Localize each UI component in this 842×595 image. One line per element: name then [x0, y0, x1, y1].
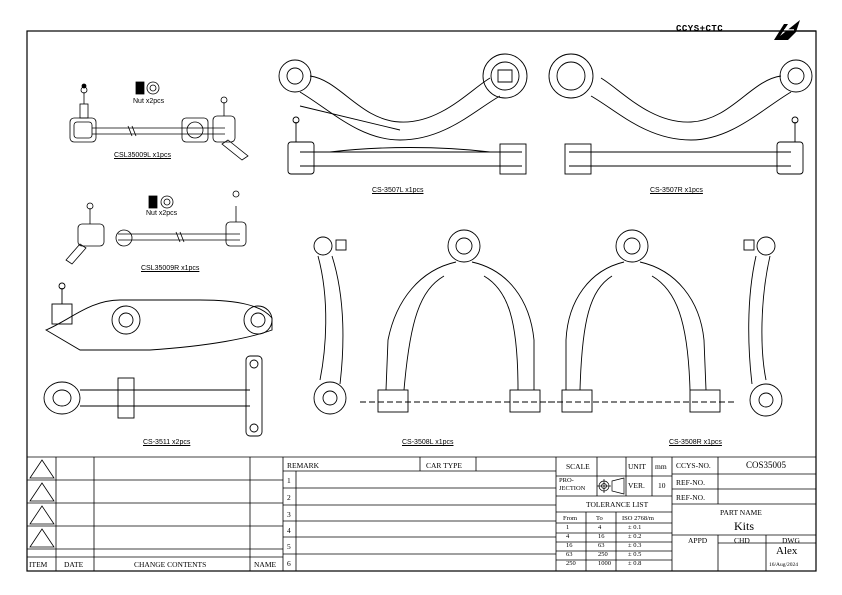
tolerance-title: TOLERANCE LIST	[586, 500, 649, 509]
ver-label: VER.	[628, 481, 645, 490]
part-label-cs3507r: CS-3507R x1pcs	[650, 187, 703, 194]
tolerance-cell: ± 0.5	[628, 551, 642, 558]
tolerance-cell: 1	[566, 524, 570, 531]
part-label-cs3508r: CS-3508R x1pcs	[669, 439, 722, 446]
tolerance-header-iso: ISO 2768/m	[622, 515, 654, 522]
drawn-by-value: Alex	[776, 545, 798, 557]
stabilizer-link-left-drawing	[69, 83, 249, 161]
ver-value: 10	[658, 481, 666, 490]
tolerance-header-from: From	[563, 515, 578, 522]
remark-row-number: 3	[287, 510, 291, 519]
sheet-border	[26, 30, 817, 572]
tolerance-cell: 63	[598, 542, 605, 549]
rev-header-name: NAME	[254, 560, 277, 569]
tolerance-cell: ± 0.1	[628, 524, 642, 531]
tolerance-cell: 4	[566, 533, 570, 540]
nut-icon	[148, 195, 174, 209]
remark-row-number: 5	[287, 542, 291, 551]
scale-label: SCALE	[566, 462, 590, 471]
tolerance-cell: 63	[566, 551, 573, 558]
nut-qty-label: Nut x2pcs	[133, 98, 165, 105]
projection-label: PRO- JECTION	[559, 477, 586, 492]
chd-label: CHD	[734, 536, 750, 545]
ref-no-label: REF-NO.	[676, 478, 705, 487]
remark-row-number: 1	[287, 476, 291, 485]
tolerance-cell: 4	[598, 524, 602, 531]
control-arm-3507l-drawing	[278, 53, 528, 175]
rev-header-item: ITEM	[29, 560, 48, 569]
part-name-value: Kits	[734, 519, 755, 533]
car-type-header: CAR TYPE	[426, 461, 462, 470]
part-label-csl35009l: CSL35009L x1pcs	[114, 152, 171, 159]
unit-label: UNIT	[628, 462, 646, 471]
projection-symbol-icon	[597, 477, 625, 495]
tolerance-header-to: To	[596, 515, 603, 522]
tolerance-cell: 16	[566, 542, 573, 549]
rev-header-change-contents: CHANGE CONTENTS	[134, 560, 207, 569]
title-block	[27, 456, 816, 571]
remark-header: REMARK	[287, 461, 320, 470]
brand-logo-text: CCYS+CTC	[676, 24, 724, 34]
ccys-no-value: COS35005	[746, 460, 787, 470]
tolerance-cell: 250	[598, 551, 608, 558]
upper-arm-3508l-side-drawing	[313, 236, 347, 415]
control-arm-3511-drawing	[43, 282, 273, 437]
dwg-label: DWG	[782, 536, 800, 545]
nut-qty-label: Nut x2pcs	[146, 210, 178, 217]
tolerance-cell: 1000	[598, 560, 611, 567]
brand-logo-icon	[774, 20, 800, 40]
remark-row-number: 6	[287, 559, 291, 568]
tolerance-cell: ± 0.8	[628, 560, 642, 567]
ccys-no-label: CCYS-NO.	[676, 461, 711, 470]
part-label-cs3508l: CS-3508L x1pcs	[402, 439, 454, 446]
tolerance-cell: 16	[598, 533, 605, 540]
control-arm-3507r-drawing	[548, 53, 813, 175]
tolerance-cell: ± 0.2	[628, 533, 642, 540]
part-label-cs3507l: CS-3507L x1pcs	[372, 187, 424, 194]
remark-row-number: 2	[287, 493, 291, 502]
ref-no-label: REF-NO.	[676, 493, 705, 502]
part-label-csl35009r: CSL35009R x1pcs	[141, 265, 200, 272]
part-label-cs3511: CS-3511 x2pcs	[143, 439, 191, 446]
upper-arm-3508r-side-drawing	[743, 236, 783, 417]
unit-value: mm	[655, 462, 667, 471]
upper-arm-3508r-front-drawing	[548, 229, 734, 413]
nut-icon	[135, 81, 160, 95]
remark-row-number: 4	[287, 526, 291, 535]
rev-header-date: DATE	[64, 560, 84, 569]
appd-label: APPD	[688, 536, 708, 545]
tolerance-cell: ± 0.3	[628, 542, 642, 549]
drawing-date-value: 16/Aug/2024	[769, 562, 799, 568]
part-name-label: PART NAME	[720, 508, 762, 517]
tolerance-cell: 250	[566, 560, 576, 567]
upper-arm-3508l-front-drawing	[360, 229, 558, 413]
stabilizer-link-right-drawing	[65, 190, 247, 265]
